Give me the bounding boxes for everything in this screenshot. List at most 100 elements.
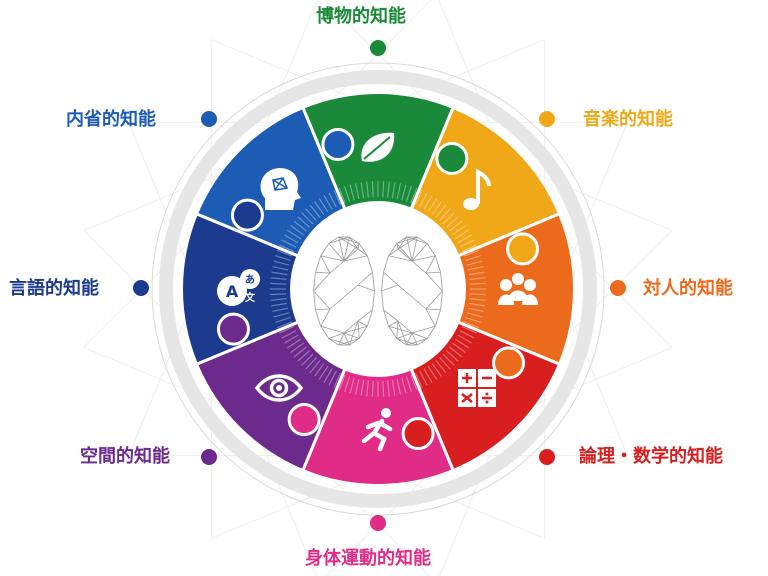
tick-mark [467, 307, 484, 313]
tick-mark [349, 184, 355, 201]
tick-mark [452, 225, 466, 236]
tick-mark [287, 229, 302, 240]
tick-mark [467, 265, 484, 271]
brain-edge [328, 243, 345, 262]
tick-mark [293, 220, 307, 232]
label-naturalistic: 博物的知能 [316, 6, 406, 27]
brain-edge [366, 309, 373, 327]
tick-mark [442, 212, 455, 225]
tick-mark [466, 312, 483, 318]
tick-mark [333, 372, 342, 388]
tick-mark [293, 346, 307, 358]
brain-edge [396, 243, 413, 262]
tick-mark [445, 216, 459, 228]
brain-edge [417, 236, 428, 244]
puzzle-tab-interpersonal [492, 346, 526, 380]
puzzle-tab-bodily [287, 403, 321, 437]
tick-mark [318, 365, 329, 380]
tick-mark [271, 302, 288, 307]
brain-edge [397, 320, 413, 334]
label-musical: 音楽的知能 [583, 109, 673, 130]
tick-mark [328, 192, 337, 208]
tick-mark [279, 325, 295, 334]
brain-network-icon [313, 236, 443, 346]
tick-mark [435, 360, 447, 374]
tick-mark [314, 363, 325, 377]
brain-edge [343, 320, 359, 334]
tick-mark [270, 298, 287, 301]
tick-mark [459, 239, 475, 248]
tick-mark [463, 249, 480, 257]
tick-mark [423, 195, 433, 210]
brain-edge [328, 332, 345, 339]
brain-edge [411, 260, 427, 274]
brain-edge [406, 338, 428, 346]
brain-edge [329, 296, 345, 310]
brain-edge [383, 255, 390, 273]
brain-edge [357, 243, 360, 250]
tick-mark [344, 376, 351, 392]
tick-mark [281, 239, 297, 248]
brain-edge [440, 290, 443, 310]
tick-mark [349, 377, 355, 394]
tick-mark [427, 365, 438, 380]
brain-edge [372, 272, 375, 292]
tick-mark [366, 181, 369, 198]
brain-edge [388, 248, 399, 257]
brain-edge [372, 290, 375, 310]
brain-edge [320, 325, 345, 334]
tick-mark [360, 182, 365, 199]
tick-mark [279, 244, 295, 253]
brain-edge [349, 338, 360, 346]
brain-edge [320, 255, 331, 274]
brain-edge [343, 332, 360, 339]
tick-mark [387, 380, 390, 397]
tick-mark [439, 208, 451, 222]
brain-edge [411, 332, 428, 339]
brain-edge [315, 255, 322, 273]
tick-mark [459, 330, 475, 339]
tick-mark [468, 271, 485, 276]
brain-edge [315, 271, 331, 274]
brain-edge [320, 255, 345, 262]
brain-edge [417, 338, 428, 346]
label-dot-naturalistic [370, 40, 386, 56]
brain-edge [388, 320, 399, 327]
tick-mark [387, 181, 390, 198]
tick-mark [275, 316, 291, 323]
brain-edge [396, 332, 413, 339]
tick-mark [360, 379, 365, 396]
tick-mark [271, 271, 288, 276]
brain-edge [411, 325, 436, 334]
brain-edge [381, 284, 399, 292]
tick-mark [333, 190, 342, 206]
speech-glyph: あ [245, 273, 255, 286]
tick-mark [414, 372, 423, 388]
brain-edge [328, 338, 350, 346]
label-intrapersonal: 内省的知能 [66, 109, 156, 130]
brain-edge [396, 320, 399, 339]
speech-glyph: 文 [245, 291, 256, 304]
brain-edge [358, 243, 368, 256]
running-person-icon [361, 408, 393, 452]
tick-mark [305, 208, 317, 222]
tick-mark [410, 374, 418, 391]
brain-edge [383, 271, 399, 286]
brain-edge [358, 326, 368, 339]
brain-edge [338, 236, 359, 250]
tick-mark [419, 370, 428, 386]
tick-mark [309, 204, 321, 218]
tick-mark [401, 184, 407, 201]
tick-mark [290, 342, 304, 353]
tick-mark [371, 380, 374, 397]
brain-edge [357, 320, 368, 327]
brain-edge [425, 255, 436, 274]
brain-edge [426, 243, 436, 256]
brain-edge [357, 320, 360, 339]
brain-edge [388, 255, 413, 262]
tick-mark [435, 204, 447, 218]
tick-mark [301, 212, 314, 225]
brain-edge [357, 271, 373, 286]
tick-mark [270, 277, 287, 280]
